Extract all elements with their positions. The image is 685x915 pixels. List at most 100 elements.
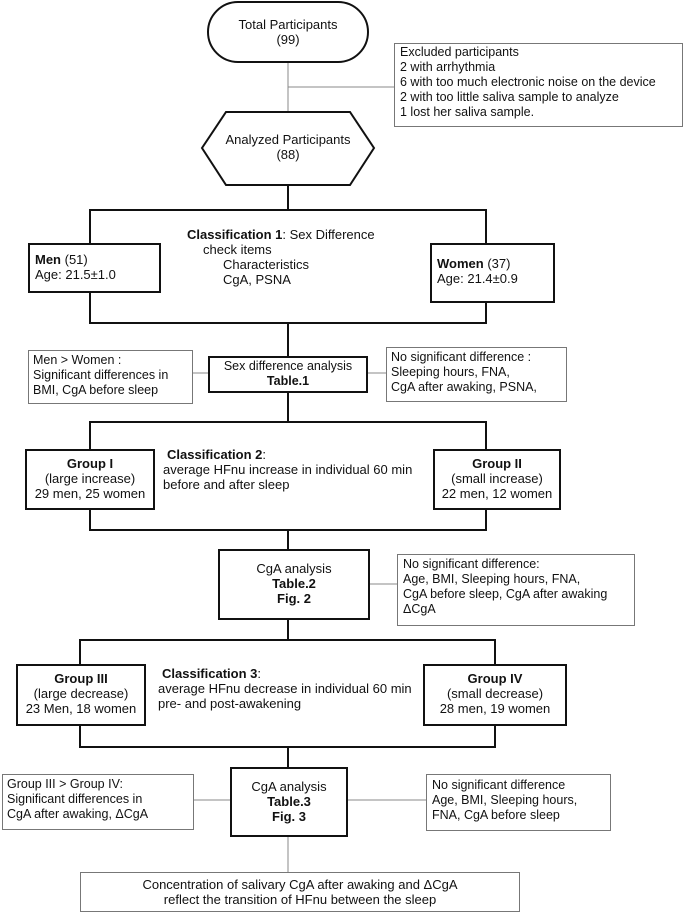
group-4-box (423, 664, 567, 726)
cga-analysis-2-box (230, 767, 348, 837)
cga-2-right-text: No significant difference Age, BMI, Slee… (432, 778, 577, 823)
sex-analysis-label: Sex difference analysis (223, 359, 353, 373)
total-terminal-shape (207, 1, 369, 63)
group-3-counts: 23 Men, 18 women (25, 701, 137, 716)
women-text: Women (37) Age: 21.4±0.9 (437, 256, 518, 286)
men-label: Men (35, 252, 61, 267)
excluded-line: 6 with too much electronic noise on the … (400, 75, 656, 89)
classification-3-line: pre- and post-awakening (158, 696, 302, 711)
cga-analysis-1-fig: Fig. 2 (277, 591, 311, 606)
women-count: (37) (483, 256, 511, 271)
group-4-label: Group IV (467, 671, 523, 686)
group-2-text: Group II (small increase) 22 men, 12 wom… (433, 456, 561, 501)
men-text: Men (51) Age: 21.5±1.0 (35, 252, 116, 282)
cga-2-right-line: Age, BMI, Sleeping hours, (432, 793, 578, 807)
analyzed-participants-node: Analyzed Participants (88) (202, 132, 374, 162)
classification-2-rest: : (262, 447, 266, 462)
cga-2-right-box (426, 774, 611, 831)
women-box (430, 243, 555, 303)
sex-left-text: Men > Women : Significant differences in… (33, 353, 168, 398)
cga-analysis-1-table: Table.2 (272, 576, 316, 591)
sex-right-line: Sleeping hours, FNA, (391, 365, 510, 379)
group-2-sub: (small increase) (451, 471, 543, 486)
cga-1-right-line: No significant difference: (403, 557, 540, 571)
cga-2-right-line: FNA, CgA before sleep (432, 808, 560, 822)
sex-analysis-text: Sex difference analysis Table.1 (208, 359, 368, 389)
cga-1-right-line: ΔCgA (403, 602, 436, 616)
cga-analysis-1-box (218, 549, 370, 620)
cga-analysis-1-label: CgA analysis (256, 561, 332, 576)
sex-right-line: No significant difference : (391, 350, 532, 364)
excluded-line: 2 with arrhythmia (400, 60, 496, 74)
check-item: Characteristics (223, 257, 309, 272)
cga-analysis-2-text: CgA analysis Table.3 Fig. 3 (230, 779, 348, 824)
group-3-box (16, 664, 146, 726)
analyzed-hexagon-shape (200, 111, 376, 186)
classification-3: Classification 3: average HFnu decrease … (158, 666, 412, 711)
classification-3-rest: : (257, 666, 261, 681)
excluded-line: 1 lost her saliva sample. (400, 105, 535, 119)
sex-left-line: Significant differences in (33, 368, 169, 382)
conclusion-line: reflect the transition of HFnu between t… (163, 892, 437, 907)
cga-2-left-line: Group III > Group IV: (7, 777, 123, 791)
cga-1-right-text: No significant difference: Age, BMI, Sle… (403, 557, 607, 617)
group-3-text: Group III (large decrease) 23 Men, 18 wo… (16, 671, 146, 716)
classification-2-title: Classification 2 (167, 447, 263, 462)
classification-3-title: Classification 3 (162, 666, 258, 681)
classification-1-title: Classification 1 (187, 227, 283, 242)
cga-1-right-box (397, 554, 635, 626)
sex-right-line: CgA after awaking, PSNA, (391, 380, 537, 394)
classification-2: Classification 2: average HFnu increase … (163, 447, 412, 492)
group-1-counts: 29 men, 25 women (34, 486, 146, 501)
conclusion-box (80, 872, 520, 912)
cga-analysis-1-text: CgA analysis Table.2 Fig. 2 (218, 561, 370, 606)
analyzed-count: (88) (276, 147, 300, 162)
cga-1-right-line: Age, BMI, Sleeping hours, FNA, (403, 572, 581, 586)
excluded-box (394, 43, 683, 127)
group-4-text: Group IV (small decrease) 28 men, 19 wom… (423, 671, 567, 716)
women-label: Women (437, 256, 484, 271)
total-count: (99) (276, 32, 300, 47)
total-participants-node: Total Participants (99) (208, 17, 368, 47)
cga-analysis-2-fig: Fig. 3 (272, 809, 306, 824)
classification-1: Classification 1: Sex Difference check i… (187, 227, 375, 287)
group-4-sub: (small decrease) (446, 686, 544, 701)
classification-2-line: average HFnu increase in individual 60 m… (163, 462, 413, 477)
cga-2-left-line: Significant differences in (7, 792, 143, 806)
group-1-sub: (large increase) (44, 471, 136, 486)
group-1-label: Group I (66, 456, 114, 471)
sex-analysis-table: Table.1 (266, 374, 310, 388)
sex-right-box (386, 347, 567, 402)
men-count: (51) (61, 252, 88, 267)
classification-3-line: average HFnu decrease in individual 60 m… (158, 681, 412, 696)
men-box (28, 243, 161, 293)
sex-left-line: Men > Women : (33, 353, 122, 367)
conclusion-text: Concentration of salivary CgA after awak… (80, 877, 520, 907)
cga-1-right-line: CgA before sleep, CgA after awaking (403, 587, 608, 601)
excluded-line: 2 with too little saliva sample to analy… (400, 90, 619, 104)
cga-2-left-box (2, 774, 194, 830)
group-3-sub: (large decrease) (33, 686, 129, 701)
men-age: Age: 21.5±1.0 (35, 267, 116, 282)
sex-right-text: No significant difference : Sleeping hou… (391, 350, 537, 395)
group-1-text: Group I (large increase) 29 men, 25 wome… (25, 456, 155, 501)
excluded-text: Excluded participants 2 with arrhythmia … (400, 45, 656, 120)
sex-analysis-box (208, 356, 368, 393)
group-4-counts: 28 men, 19 women (439, 701, 551, 716)
analyzed-label: Analyzed Participants (225, 132, 351, 147)
check-items-label: check items (203, 242, 272, 257)
cga-analysis-2-table: Table.3 (267, 794, 311, 809)
group-2-box (433, 449, 561, 510)
check-item: CgA, PSNA (223, 272, 291, 287)
conclusion-line: Concentration of salivary CgA after awak… (142, 877, 458, 892)
total-label: Total Participants (238, 17, 338, 32)
cga-2-left-line: CgA after awaking, ΔCgA (7, 807, 149, 821)
classification-2-line: before and after sleep (163, 477, 290, 492)
classification-1-rest: : Sex Difference (282, 227, 375, 242)
group-2-label: Group II (472, 456, 522, 471)
excluded-title: Excluded participants (400, 45, 519, 59)
cga-analysis-2-label: CgA analysis (251, 779, 327, 794)
cga-2-right-line: No significant difference (432, 778, 566, 792)
sex-left-box (28, 350, 193, 404)
